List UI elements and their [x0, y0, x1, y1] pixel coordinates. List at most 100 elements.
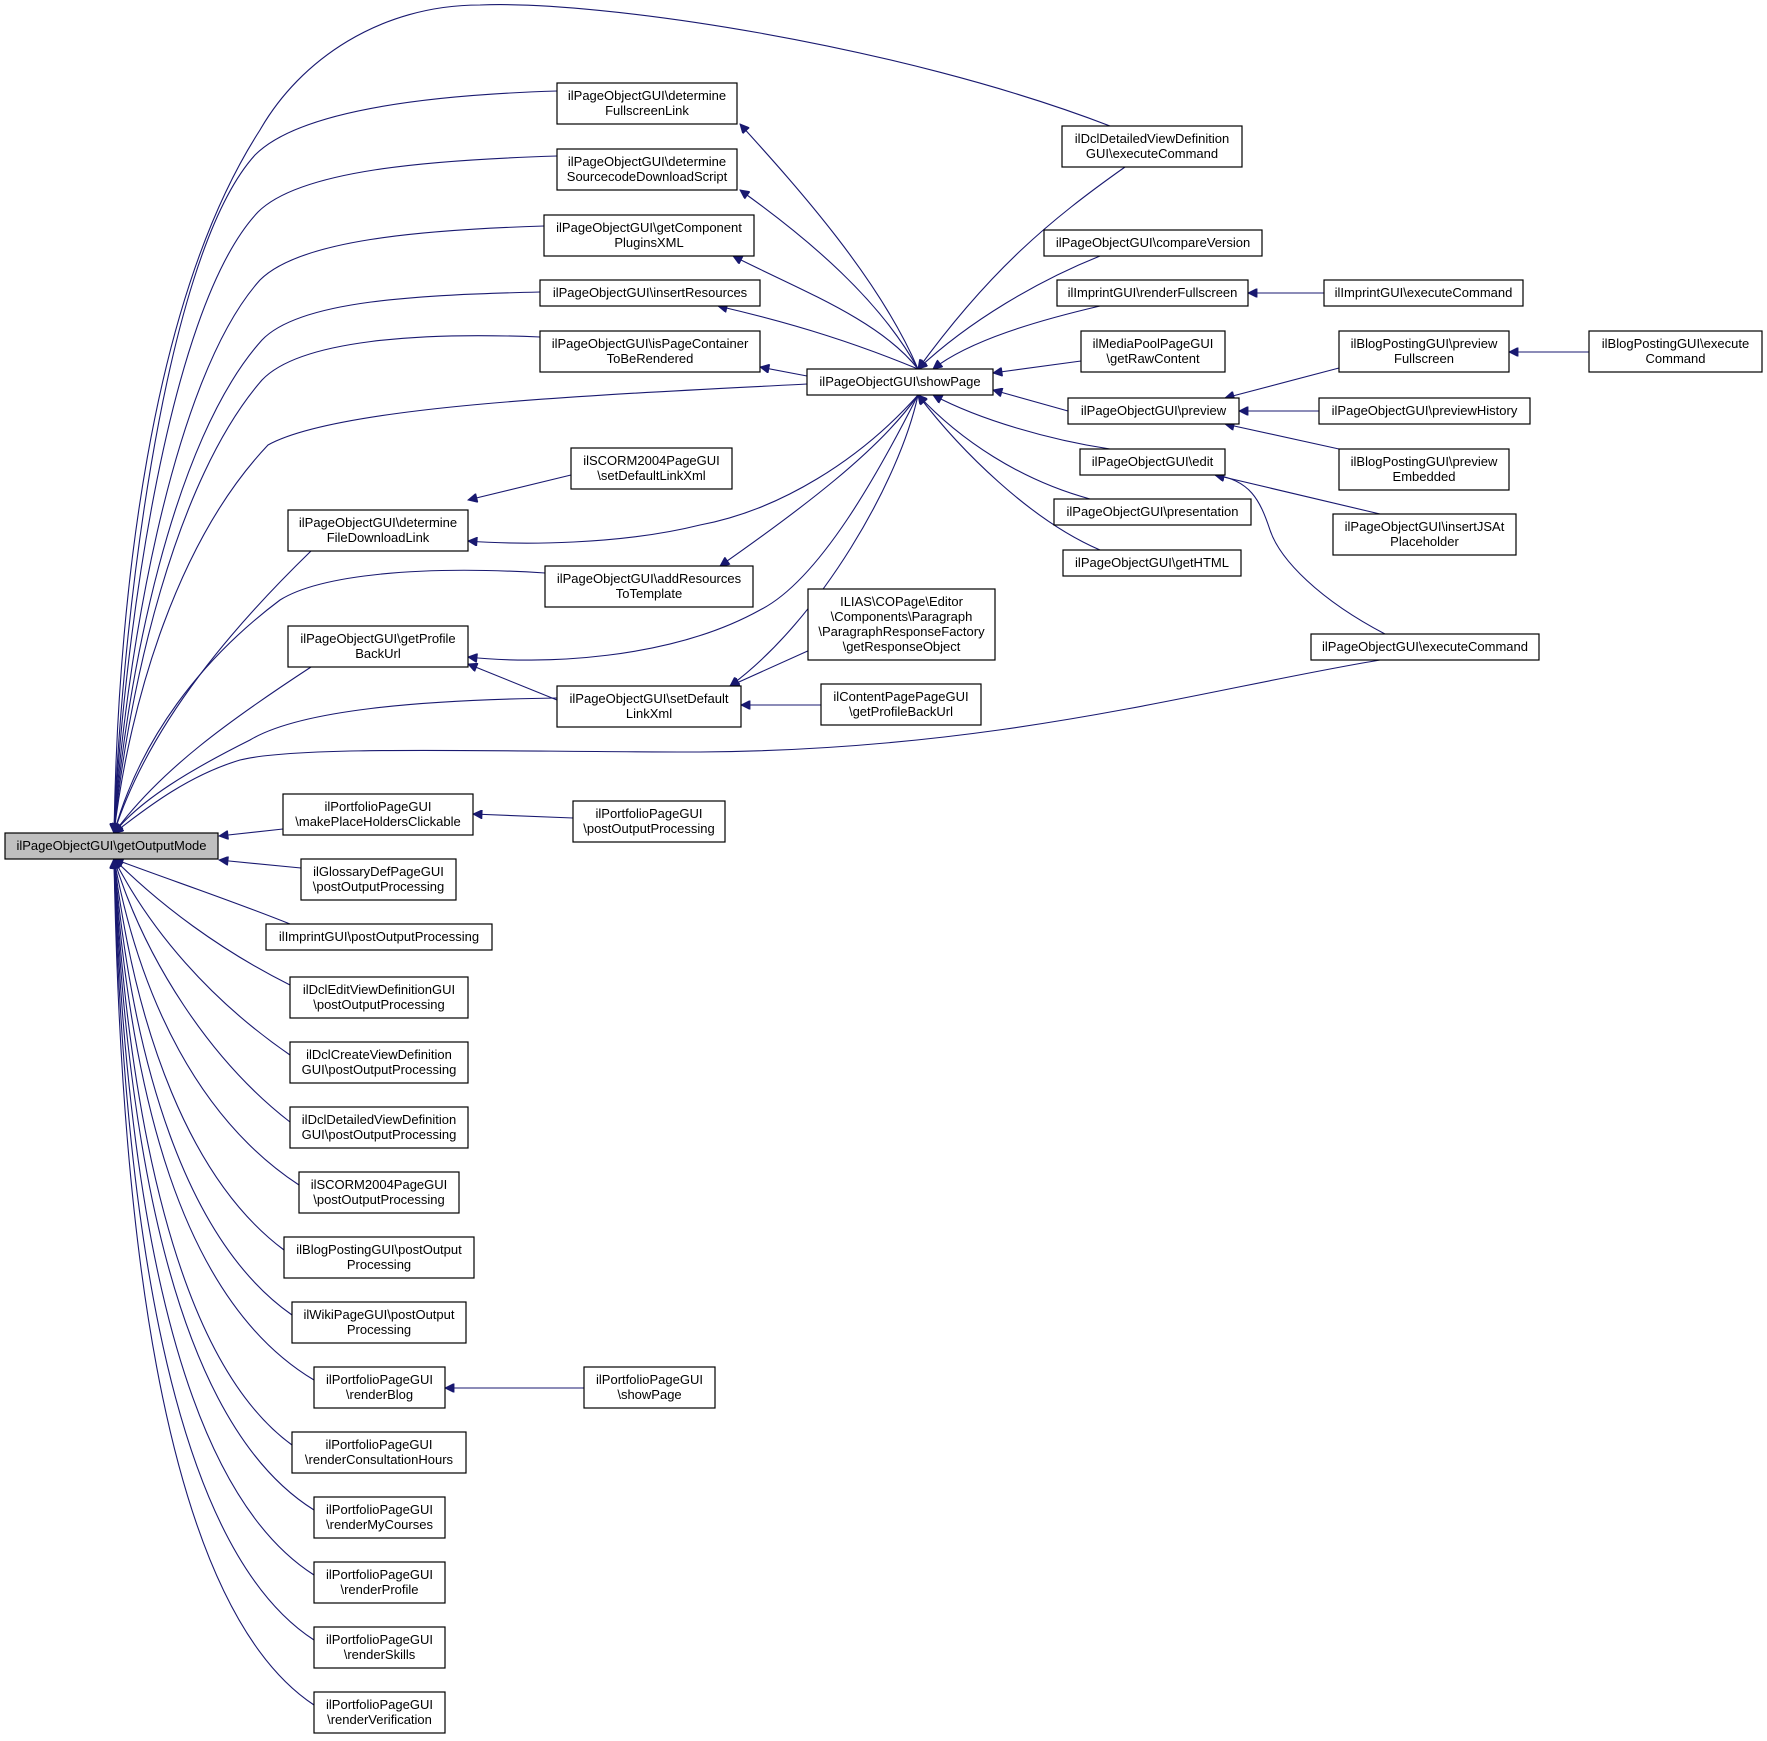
node-label-line: ilPageObjectGUI\getHTML: [1075, 555, 1229, 570]
edge-setDefLink-to-getProfileBack: [468, 664, 558, 701]
node-impExec[interactable]: ilImprintGUI\executeCommand: [1323, 279, 1524, 307]
node-portMakePH[interactable]: ilPortfolioPageGUI\makePlaceHoldersClick…: [282, 793, 474, 836]
node-box: [282, 793, 474, 836]
node-label-line: ilGlossaryDefPageGUI: [313, 864, 444, 879]
node-glossPost[interactable]: ilGlossaryDefPageGUI\postOutputProcessin…: [300, 858, 457, 901]
node-label-line: FullscreenLink: [605, 103, 689, 118]
node-label-line: GUI\executeCommand: [1086, 146, 1218, 161]
node-portProfile[interactable]: ilPortfolioPageGUI\renderProfile: [313, 1561, 446, 1604]
node-label-line: GUI\postOutputProcessing: [302, 1127, 457, 1142]
edge-pageExec-to-root: [114, 659, 1381, 833]
node-box: [289, 1106, 469, 1149]
node-label-line: \renderSkills: [344, 1647, 416, 1662]
node-label-line: ilSCORM2004PageGUI: [311, 1177, 448, 1192]
node-contentPage[interactable]: ilContentPagePageGUI\getProfileBackUrl: [820, 683, 982, 726]
node-root[interactable]: ilPageObjectGUI\getOutputMode: [4, 832, 219, 860]
node-dclDetExec[interactable]: ilDclDetailedViewDefinitionGUI\executeCo…: [1061, 125, 1243, 168]
edge-portSkills-to-root: [114, 859, 315, 1641]
node-label-line: \postOutputProcessing: [313, 1192, 445, 1207]
node-label-line: ilPageObjectGUI\determine: [299, 515, 457, 530]
node-label-line: \showPage: [617, 1387, 681, 1402]
node-label-line: \renderVerification: [327, 1712, 432, 1727]
node-scormPost[interactable]: ilSCORM2004PageGUI\postOutputProcessing: [298, 1171, 460, 1214]
node-portRenderBlog[interactable]: ilPortfolioPageGUI\renderBlog: [313, 1366, 446, 1409]
node-label-line: PluginsXML: [614, 235, 683, 250]
node-dclEditPost[interactable]: ilDclEditViewDefinitionGUI\postOutputPro…: [289, 976, 469, 1019]
node-detSourcecode[interactable]: ilPageObjectGUI\determineSourcecodeDownl…: [556, 148, 738, 191]
node-box: [820, 683, 982, 726]
node-label-line: ilPageObjectGUI\getComponent: [556, 220, 742, 235]
node-prevHistory[interactable]: ilPageObjectGUI\previewHistory: [1318, 397, 1531, 425]
node-box: [1338, 448, 1510, 491]
node-box: [1310, 633, 1540, 661]
node-wikiPost[interactable]: ilWikiPageGUI\postOutputProcessing: [291, 1301, 467, 1344]
node-portShowPage[interactable]: ilPortfolioPageGUI\showPage: [583, 1366, 716, 1409]
node-label-line: \postOutputProcessing: [313, 997, 445, 1012]
node-getHTML[interactable]: ilPageObjectGUI\getHTML: [1062, 549, 1242, 577]
edge-edit-to-showPage: [933, 394, 1111, 450]
node-box: [313, 1626, 446, 1669]
edge-pageExec-to-edit: [1215, 475, 1386, 635]
node-scormSetLink[interactable]: ilSCORM2004PageGUI\setDefaultLinkXml: [570, 447, 733, 490]
node-label-line: ilDclCreateViewDefinition: [306, 1047, 452, 1062]
node-portPostOut[interactable]: ilPortfolioPageGUI\postOutputProcessing: [572, 800, 726, 843]
node-insertRes[interactable]: ilPageObjectGUI\insertResources: [539, 279, 761, 307]
edge-portProfile-to-root: [114, 859, 315, 1576]
edge-showPage-to-getCompPlugins: [733, 255, 919, 370]
node-label-line: ilPortfolioPageGUI: [326, 1567, 433, 1582]
node-portConsult[interactable]: ilPortfolioPageGUI\renderConsultationHou…: [291, 1431, 467, 1474]
node-label-line: ilPageObjectGUI\insertResources: [553, 285, 748, 300]
node-label-line: ilPageObjectGUI\getOutputMode: [16, 838, 206, 853]
node-box: [298, 1171, 460, 1214]
node-box: [543, 214, 755, 257]
node-box: [313, 1496, 446, 1539]
node-isPageCont[interactable]: ilPageObjectGUI\isPageContainerToBeRende…: [539, 330, 761, 373]
node-paraResp[interactable]: ILIAS\COPage\Editor\Components\Paragraph…: [807, 588, 996, 661]
node-showPage[interactable]: ilPageObjectGUI\showPage: [806, 368, 994, 396]
node-getProfileBack[interactable]: ilPageObjectGUI\getProfileBackUrl: [287, 625, 469, 668]
node-pageExec[interactable]: ilPageObjectGUI\executeCommand: [1310, 633, 1540, 661]
node-setDefLink[interactable]: ilPageObjectGUI\setDefaultLinkXml: [556, 685, 742, 728]
edge-showPage-to-detFullscreen: [740, 124, 919, 370]
edge-portConsult-to-root: [114, 859, 293, 1446]
edge-showPage-to-isPageCont: [760, 367, 808, 377]
node-label-line: ilBlogPostingGUI\postOutput: [296, 1242, 462, 1257]
edge-portPostOut-to-portMakePH: [473, 814, 574, 818]
node-box: [265, 923, 493, 951]
node-box: [583, 1366, 716, 1409]
node-detFileDl[interactable]: ilPageObjectGUI\determineFileDownloadLin…: [287, 509, 469, 552]
node-box: [313, 1366, 446, 1409]
edge-insertJS-to-edit: [1215, 475, 1381, 515]
node-label-line: ilPageObjectGUI\determine: [568, 88, 726, 103]
node-box: [556, 148, 738, 191]
node-box: [1053, 498, 1252, 526]
edge-scormSetLink-to-detFileDl: [468, 474, 572, 500]
node-portSkills[interactable]: ilPortfolioPageGUI\renderSkills: [313, 1626, 446, 1669]
node-dclDetPost[interactable]: ilDclDetailedViewDefinitionGUI\postOutpu…: [289, 1106, 469, 1149]
node-label-line: ilImprintGUI\postOutputProcessing: [279, 929, 479, 944]
node-compareVer[interactable]: ilPageObjectGUI\compareVersion: [1043, 229, 1263, 257]
node-label-line: GUI\postOutputProcessing: [302, 1062, 457, 1077]
node-preview[interactable]: ilPageObjectGUI\preview: [1067, 397, 1240, 425]
node-blogPost[interactable]: ilBlogPostingGUI\postOutputProcessing: [283, 1236, 475, 1279]
node-edit[interactable]: ilPageObjectGUI\edit: [1079, 448, 1226, 476]
node-portVerif[interactable]: ilPortfolioPageGUI\renderVerification: [313, 1691, 446, 1734]
node-label-line: ilPortfolioPageGUI: [596, 806, 703, 821]
node-mediaPool[interactable]: ilMediaPoolPageGUI\getRawContent: [1080, 330, 1226, 373]
node-impPost[interactable]: ilImprintGUI\postOutputProcessing: [265, 923, 493, 951]
node-label-line: Processing: [347, 1322, 411, 1337]
node-presentation[interactable]: ilPageObjectGUI\presentation: [1053, 498, 1252, 526]
node-portCourses[interactable]: ilPortfolioPageGUI\renderMyCourses: [313, 1496, 446, 1539]
node-blogExec[interactable]: ilBlogPostingGUI\executeCommand: [1588, 330, 1763, 373]
edge-getCompPlugins-to-root: [114, 225, 545, 833]
node-box: [1323, 279, 1524, 307]
edge-showPage-to-getProfileBack: [468, 394, 919, 660]
node-impRenderFs[interactable]: ilImprintGUI\renderFullscreen: [1056, 279, 1249, 307]
node-dclCreatePost[interactable]: ilDclCreateViewDefinitionGUI\postOutputP…: [289, 1041, 469, 1084]
